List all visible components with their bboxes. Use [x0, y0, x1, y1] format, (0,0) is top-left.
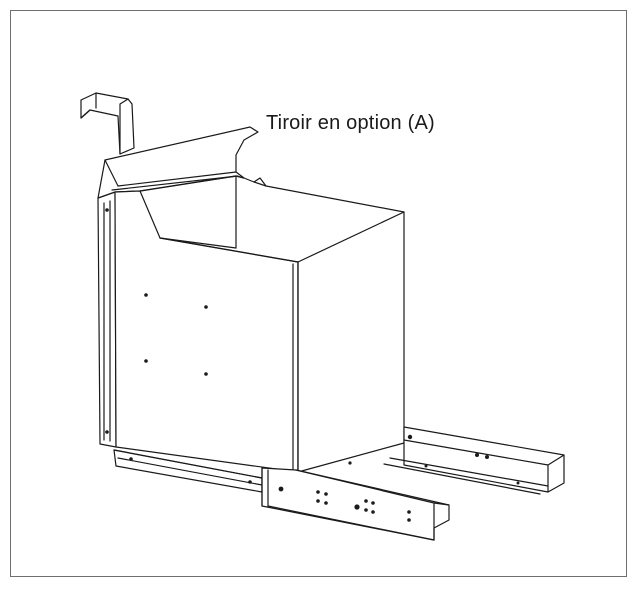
callout-label-optional-drawer: Tiroir en option (A) [266, 112, 435, 134]
front-slide-rail [113, 449, 263, 493]
back-panel [97, 191, 117, 448]
drawer-box [114, 175, 405, 473]
rear-slide-rail [383, 426, 565, 495]
mounting-hook [80, 92, 135, 155]
front-rail-bracket [261, 467, 450, 541]
